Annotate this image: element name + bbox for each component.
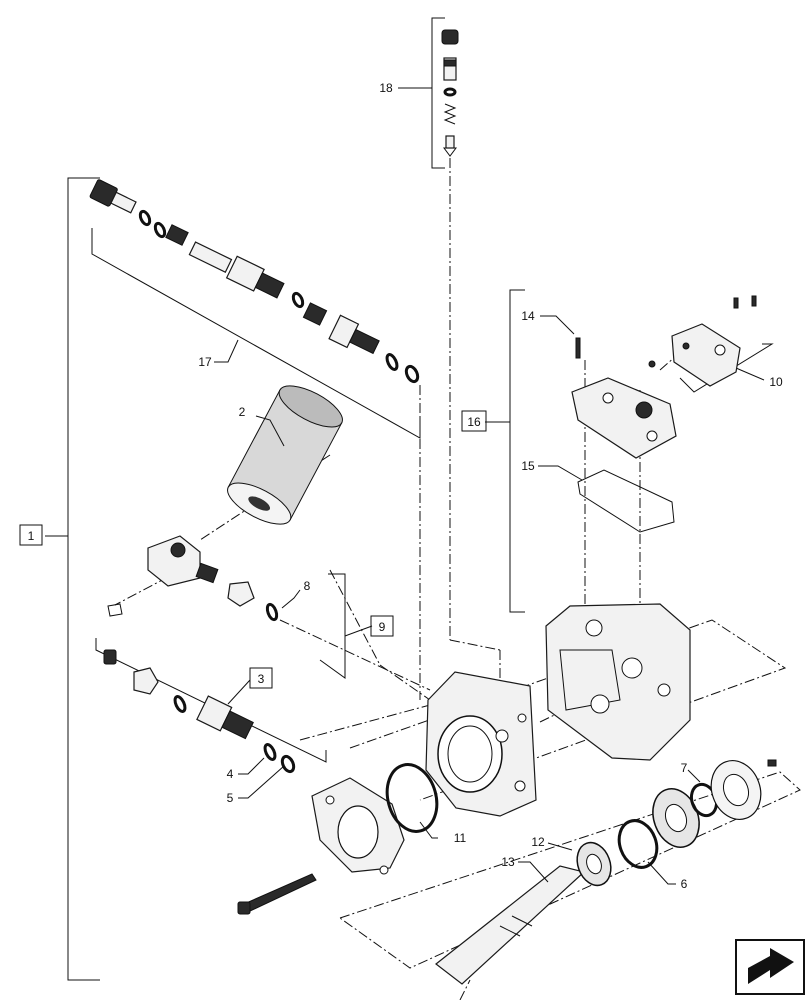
callout-14: 14: [521, 309, 535, 323]
callout-10: 10: [769, 375, 783, 389]
part-16-control-valve: [571, 337, 677, 459]
callout-17: 17: [198, 355, 212, 369]
part-8-oring: [265, 602, 279, 622]
part-4-oring: [263, 743, 277, 761]
part-18-valve-stack: [441, 29, 459, 157]
callout-2: 2: [239, 405, 246, 419]
bracket-16: [485, 289, 525, 613]
part-10-solenoid-block: [648, 295, 757, 387]
part-12-bearing: [576, 841, 612, 887]
part-2-filter: [227, 385, 343, 525]
part-3-cartridge: [103, 649, 254, 740]
bracket-18: [398, 17, 445, 169]
retaining-plate: [710, 759, 777, 820]
callout-12: 12: [531, 835, 545, 849]
callout-box-3: [249, 667, 273, 689]
callout-5: 5: [227, 791, 234, 805]
part-17-valve-series: [89, 179, 420, 384]
part-13-drive-shaft: [435, 865, 586, 985]
part-15-gasket: [577, 469, 675, 533]
callout-leaders: [238, 315, 701, 885]
callout-13: 13: [501, 855, 515, 869]
callout-1: 1: [28, 529, 35, 543]
callout-9: 9: [379, 620, 386, 634]
bracket-1: [45, 177, 100, 981]
callout-4: 4: [227, 767, 234, 781]
pump-end-cover: [425, 671, 537, 817]
bracket-17: [91, 228, 421, 439]
part-5-oring: [280, 754, 296, 774]
callout-18: 18: [379, 81, 393, 95]
part-6-oring: [617, 819, 659, 869]
callout-box-1: [19, 524, 43, 546]
seal-carrier: [652, 788, 700, 848]
callout-3: 3: [258, 672, 265, 686]
callout-11: 11: [454, 831, 467, 845]
callout-8: 8: [304, 579, 311, 593]
bracket-9: [319, 573, 373, 679]
mounting-flange: [311, 777, 405, 875]
callout-box-9: [370, 615, 394, 637]
callout-box-16: [461, 410, 487, 432]
flange-bolt: [237, 873, 317, 915]
pump-housing: [545, 603, 691, 761]
next-page-arrow-icon[interactable]: [735, 939, 805, 995]
filter-head: [107, 535, 255, 617]
callout-15: 15: [521, 459, 535, 473]
callout-7: 7: [681, 761, 688, 775]
assembly-centerlines: [114, 158, 801, 1000]
callout-6: 6: [681, 877, 688, 891]
part-11-oring: [385, 763, 439, 833]
callout-16: 16: [467, 415, 481, 429]
